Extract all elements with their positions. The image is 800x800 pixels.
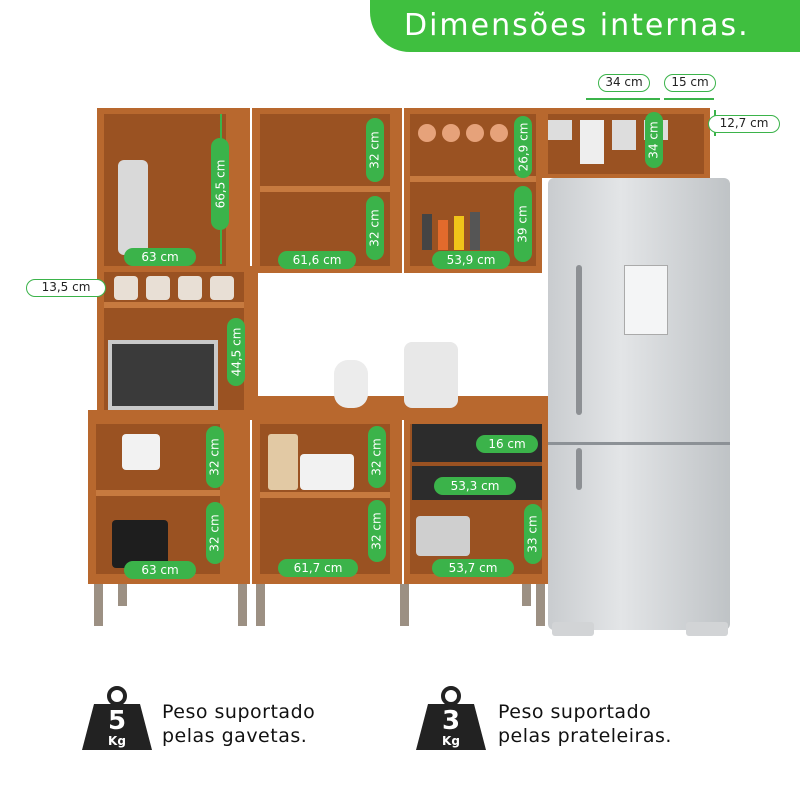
dimension-label: 33 cm [524, 504, 542, 564]
containers-image [548, 120, 698, 170]
refrigerator-handle [576, 265, 582, 415]
coffee-machine-image [404, 342, 458, 408]
dimension-label: 32 cm [368, 426, 386, 488]
pots-image [416, 516, 470, 556]
dimension-line [586, 98, 660, 100]
countertop-raised [258, 396, 548, 412]
cabinet-leg [522, 584, 531, 606]
refrigerator-foot [686, 622, 728, 636]
dimension-label: 66,5 cm [211, 138, 229, 230]
weight-number: 5 [107, 706, 127, 736]
dimension-line [664, 98, 714, 100]
blender-image [118, 160, 148, 255]
dimension-label: 61,6 cm [278, 251, 356, 269]
spice-shelf [104, 302, 244, 308]
dimension-label: 44,5 cm [227, 318, 245, 386]
weight-unit: Kg [108, 734, 126, 748]
dimension-label: 63 cm [124, 561, 196, 579]
dimension-label: 34 cm [598, 74, 650, 92]
legend-text-line: pelas gavetas. [162, 725, 308, 747]
dimension-label: 26,9 cm [514, 116, 532, 178]
jar-image [268, 434, 298, 490]
dimension-label: 53,3 cm [434, 477, 516, 495]
dimension-label: 34 cm [645, 112, 663, 168]
cabinet-leg [94, 584, 103, 626]
upper-right-shelf [410, 176, 536, 182]
bowls-image [122, 434, 160, 470]
dimension-label: 63 cm [124, 248, 196, 266]
cabinet-leg [238, 584, 247, 626]
legend-text-line: Peso suportado [498, 701, 652, 723]
cabinet-leg [118, 584, 127, 606]
dimension-label: 12,7 cm [708, 115, 780, 133]
dimension-label: 53,7 cm [432, 559, 514, 577]
dimension-label: 32 cm [206, 502, 224, 564]
upper-middle-shelf [260, 186, 390, 192]
dimension-label: 53,9 cm [432, 251, 510, 269]
lower-middle-shelf [260, 492, 390, 498]
refrigerator-display-panel [624, 265, 668, 335]
microwave-image [108, 340, 218, 410]
weight-icon: 3 Kg [414, 686, 488, 752]
rice-cooker-image [112, 520, 168, 568]
weight-icon: 5 Kg [80, 686, 154, 752]
dimension-label: 32 cm [366, 118, 384, 182]
dimension-label: 13,5 cm [26, 279, 106, 297]
cabinet-leg [400, 584, 409, 626]
dimension-label: 16 cm [476, 435, 538, 453]
freezer-handle [576, 448, 582, 490]
dimension-label: 39 cm [514, 186, 532, 262]
cabinet-leg [256, 584, 265, 626]
dimension-label: 61,7 cm [278, 559, 358, 577]
refrigerator-foot [552, 622, 594, 636]
legend-text-line: Peso suportado [162, 701, 316, 723]
countertop [88, 410, 548, 420]
legend-text-line: pelas prateleiras. [498, 725, 672, 747]
spice-jars-image [114, 276, 238, 302]
refrigerator-divider [548, 442, 730, 445]
plates-image [300, 454, 354, 490]
weight-number: 3 [441, 706, 461, 736]
dimension-label: 32 cm [366, 196, 384, 260]
dimension-label: 15 cm [664, 74, 716, 92]
weight-unit: Kg [442, 734, 460, 748]
kettle-image [334, 360, 368, 408]
wine-glasses-image [418, 124, 510, 148]
lower-left-shelf [96, 490, 220, 496]
dimension-label: 32 cm [368, 500, 386, 562]
bottles-image [422, 210, 486, 250]
divider-panel [250, 266, 258, 416]
header-banner: Dimensões internas. [370, 0, 800, 52]
dimension-label: 32 cm [206, 426, 224, 488]
page-title: Dimensões internas. [404, 8, 750, 43]
cabinet-leg [536, 584, 545, 626]
